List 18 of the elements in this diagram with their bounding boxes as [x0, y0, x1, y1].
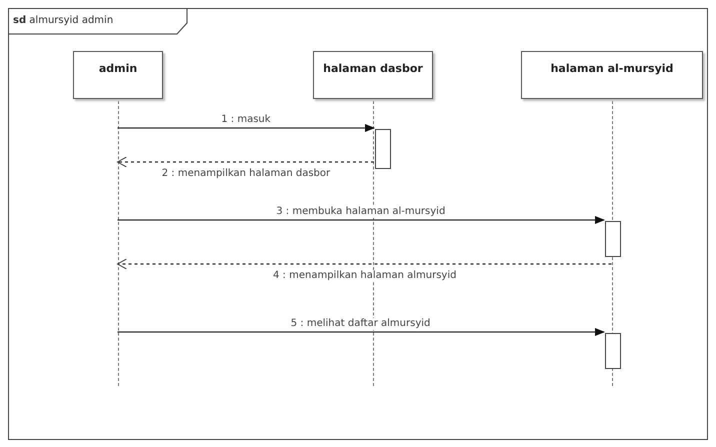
lifeline-head: admin — [73, 51, 163, 99]
activation-bar — [605, 333, 621, 369]
message-arrow — [118, 328, 605, 336]
frame-title: sd almursyid admin — [13, 14, 114, 28]
diagram-frame — [8, 8, 708, 440]
message-arrow — [117, 156, 374, 168]
message-label: 2 : menampilkan halaman dasbor — [160, 168, 332, 180]
lifeline — [118, 101, 119, 386]
message-arrow — [117, 258, 612, 270]
activation-bar — [375, 129, 391, 169]
message-arrow — [118, 124, 375, 132]
activation-bar — [605, 221, 621, 257]
message-label: 5 : melihat daftar almursyid — [288, 318, 432, 330]
lifeline-head: halaman al-mursyid — [521, 51, 703, 99]
message-label: 3 : membuka halaman al-mursyid — [274, 206, 448, 218]
message-label: 4 : menampilkan halaman almursyid — [271, 270, 458, 282]
lifeline-head: halaman dasbor — [313, 51, 433, 99]
message-arrow — [118, 216, 605, 224]
